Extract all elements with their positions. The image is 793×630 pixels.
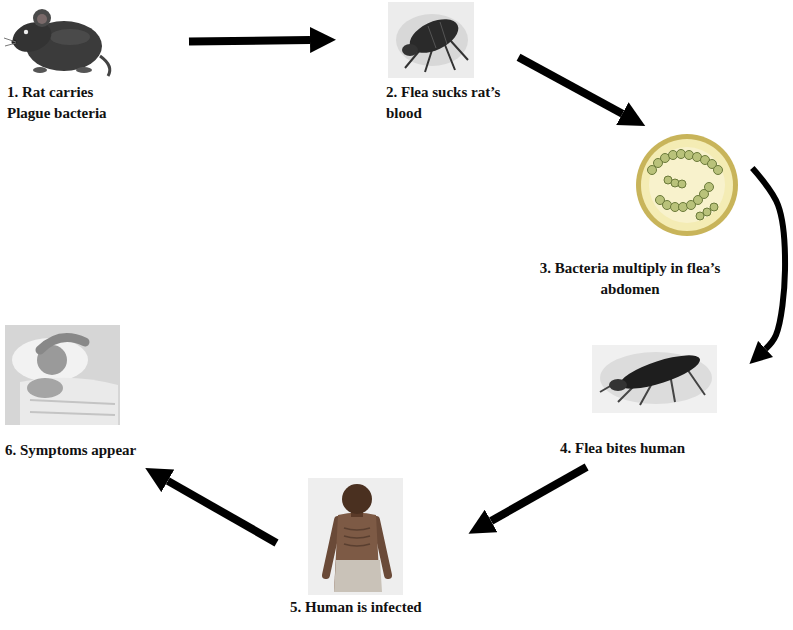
rat-picture — [33, 67, 47, 73]
bacteria-picture — [703, 208, 711, 216]
biting-flea-picture — [592, 345, 717, 413]
rat-picture — [4, 9, 110, 76]
rat-picture — [24, 30, 28, 34]
arrow-connector — [752, 168, 785, 349]
stage-node: 3. Bacteria multiply in flea’s abdomen — [525, 128, 750, 312]
arrow-connector — [189, 40, 310, 42]
bacteria-picture — [678, 180, 686, 188]
stage-node: 5. Human is infected — [280, 475, 465, 627]
biting-flea-picture — [617, 349, 704, 396]
stage-label: 4. Flea bites human — [560, 438, 685, 459]
sick-child-picture — [12, 338, 88, 382]
bacteria-picture — [649, 147, 725, 223]
sick-child-picture — [27, 378, 63, 398]
bacteria-picture — [710, 203, 718, 211]
arrow-connector — [168, 481, 277, 543]
stage-label: 6. Symptoms appear — [5, 440, 136, 461]
bacteria-picture — [705, 183, 714, 192]
biting-flea-picture — [609, 379, 627, 391]
stage-node: 4. Flea bites human — [555, 338, 750, 465]
bacteria-picture — [648, 150, 723, 221]
bacteria-picture — [636, 134, 738, 236]
stage-label: 5. Human is infected — [290, 597, 422, 618]
biting-flea-picture — [592, 345, 717, 413]
rat-picture — [100, 56, 110, 76]
sick-child-picture — [20, 378, 118, 425]
child-picture — [308, 478, 403, 595]
child-picture — [308, 478, 403, 595]
sick-child-picture — [30, 400, 115, 415]
flea-picture — [388, 2, 474, 78]
stage-node: 6. Symptoms appear — [3, 318, 188, 466]
bacteria-picture — [714, 166, 723, 175]
sick-child-picture — [5, 325, 120, 425]
rat-picture — [33, 9, 51, 27]
flea-picture — [402, 44, 418, 56]
rat-picture — [37, 14, 47, 24]
rat-picture — [50, 29, 90, 45]
flea-picture — [388, 2, 474, 78]
bacteria-picture — [641, 139, 733, 231]
stage-label: 1. Rat carries Plague bacteria — [7, 82, 137, 124]
stage-node: 1. Rat carries Plague bacteria — [5, 2, 185, 134]
bacteria-picture — [636, 134, 738, 236]
flea-picture — [428, 22, 447, 48]
arrow-connector — [491, 467, 587, 521]
stage-node: 2. Flea sucks rat’s blood — [340, 0, 515, 132]
sick-child-picture — [40, 338, 85, 351]
child-picture — [342, 484, 372, 514]
rat-picture — [76, 67, 92, 73]
arrow-connector — [519, 57, 623, 113]
child-picture — [344, 528, 370, 546]
child-picture — [334, 560, 382, 592]
stage-label: 2. Flea sucks rat’s blood — [386, 82, 501, 124]
rat-picture — [4, 38, 16, 46]
stage-label: 3. Bacteria multiply in flea’s abdomen — [530, 258, 730, 300]
sick-child-picture — [5, 325, 120, 425]
